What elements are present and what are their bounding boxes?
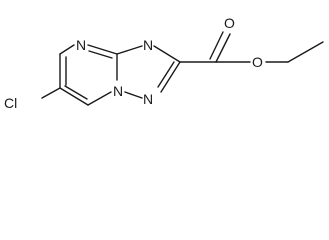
atom-label-n-triazole-top: N: [143, 37, 153, 53]
bond-c6-cl: [41, 87, 61, 99]
atom-label-n-bridgehead: N: [113, 83, 123, 99]
bond-c2-n1-double: [157, 61, 175, 88]
structure-canvas: Cl N N N N O O: [4, 15, 324, 111]
molecule-diagram: Cl N N N N O O: [4, 15, 324, 111]
bond-ccarbonyl-ocarbonyl: [215, 33, 231, 63]
bond-n1-nbridge: [124, 91, 143, 99]
bond-n4-c3a-double: [88, 50, 113, 59]
bond-c3a-n3: [116, 45, 143, 55]
bond-n4-c3a: [87, 44, 118, 55]
atom-label-cl: Cl: [4, 95, 17, 111]
atom-label-o-carbonyl: O: [224, 15, 235, 31]
atom-label-o-ester: O: [252, 54, 263, 70]
atom-label-n-pyrimidine: N: [76, 37, 86, 53]
atom-label-n-triazole-bottom: N: [143, 91, 153, 107]
bond-n3-c2: [153, 45, 181, 63]
bond-ch2-ch3: [287, 41, 324, 63]
bond-ccarbonyl-ocarbonyl-double: [209, 31, 224, 60]
bond-c2-n1: [160, 61, 181, 93]
bond-c7-c6: [59, 87, 89, 106]
bond-nbridge-c7: [87, 91, 112, 106]
bond-c5-n4: [59, 44, 75, 55]
bond-c7-c6-double: [64, 85, 88, 100]
